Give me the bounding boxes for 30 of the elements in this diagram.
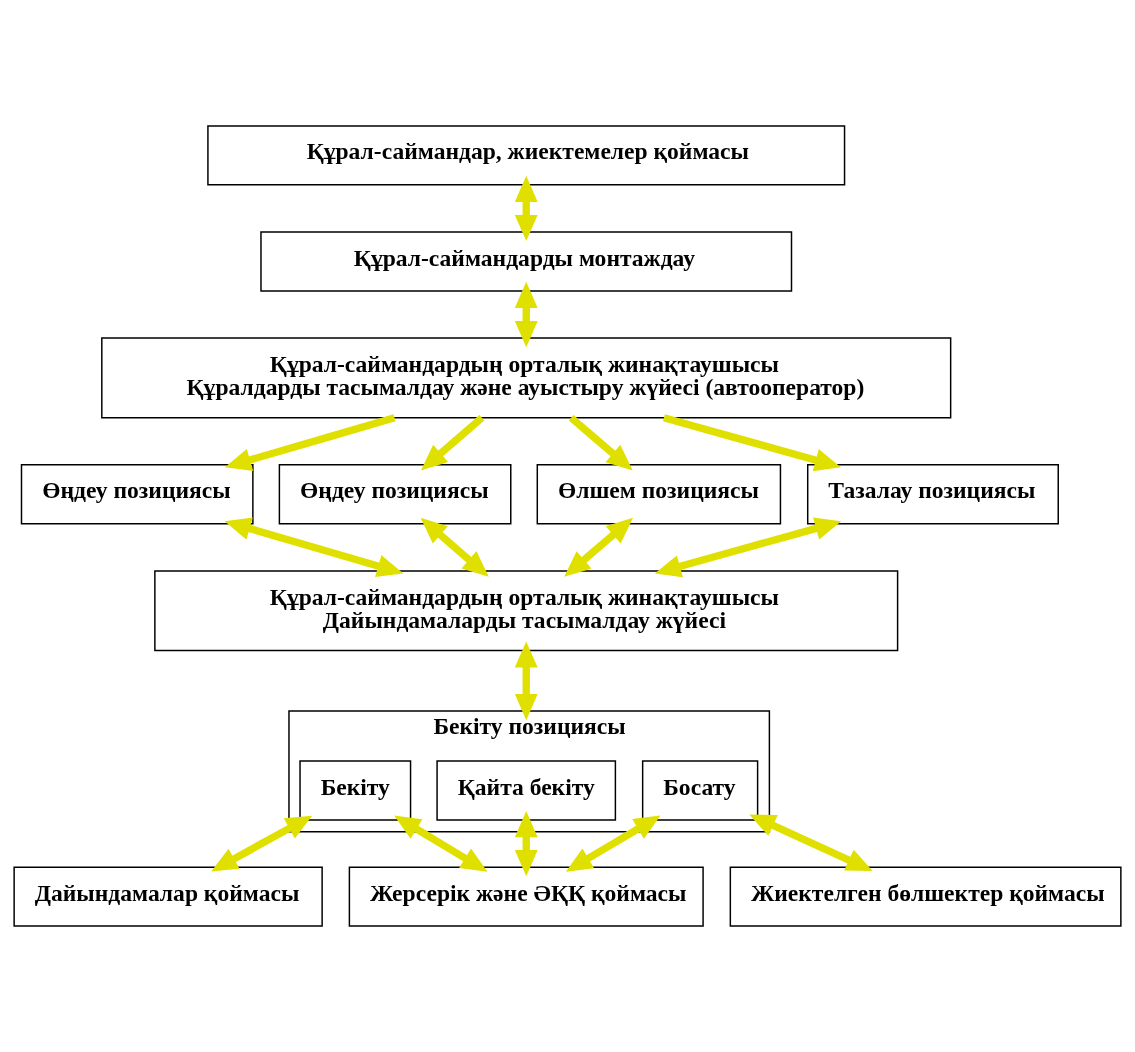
arrow: [420, 415, 485, 471]
node-box: Дайындамалар қоймасы: [13, 866, 323, 927]
node-box: Құрал-саймандарды монтаждау: [260, 231, 793, 292]
arrow: [514, 281, 538, 348]
arrow: [514, 175, 538, 242]
arrow: [662, 414, 841, 472]
arrow: [749, 814, 873, 871]
arrow: [564, 517, 634, 577]
arrow: [224, 517, 404, 578]
arrow: [514, 641, 538, 721]
node-box: Жиектелген бөлшектер қоймасы: [729, 866, 1122, 927]
node-box: Өңдеу позициясы: [278, 464, 512, 525]
arrow: [394, 815, 488, 872]
arrow: [514, 811, 538, 877]
node-box: Өңдеу позициясы: [20, 464, 254, 525]
node-box: Қайта бекіту: [436, 760, 617, 821]
node-box: Жерсерік және ӘҚҚ қоймасы: [348, 866, 704, 927]
arrow: [565, 815, 661, 872]
node-box: Тазалау позициясы: [806, 464, 1059, 525]
node-box: Құрал-саймандардың орталық жинақтаушысы Құралдарды тасымалдау және ауыстыру жүйесі (автооператор): [101, 337, 952, 419]
node-box: Құрал-саймандардың орталық жинақтаушысы Дайындамаларды тасымалдау жүйесі: [154, 570, 899, 652]
node-box: Құрал-саймандар, жиектемелер қоймасы: [207, 125, 846, 186]
node-box: Өлшем позициясы: [536, 464, 782, 525]
arrow: [224, 414, 396, 471]
arrow: [211, 815, 313, 872]
arrow: [568, 415, 633, 471]
node-box: Босату: [641, 760, 759, 821]
arrow: [654, 517, 842, 578]
node-box: Бекіту: [299, 760, 412, 821]
arrow: [420, 517, 489, 577]
